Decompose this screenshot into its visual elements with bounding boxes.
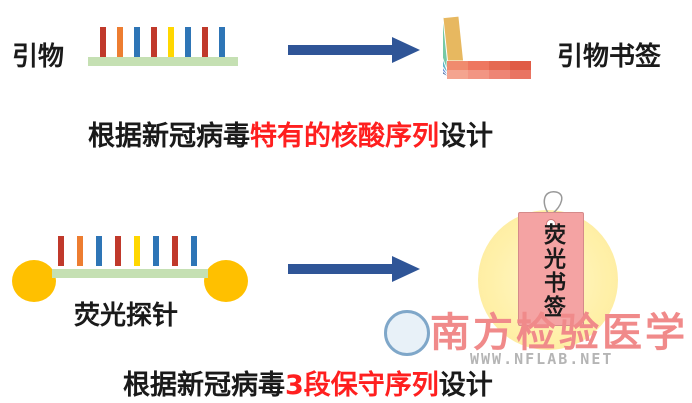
sentence2-prefix: 根据新冠病毒 xyxy=(123,370,285,401)
sentence1-highlight: 特有的核酸序列 xyxy=(250,121,439,152)
sentence2-highlight: 3段保守序列 xyxy=(285,370,439,401)
primer-graphic xyxy=(88,22,238,70)
probe-nucleotide-bar xyxy=(77,236,83,266)
sentence2-suffix: 设计 xyxy=(438,370,493,401)
arrow-right-icon xyxy=(288,256,420,282)
tag-card: 荧光书签 xyxy=(518,212,584,326)
probe-label: 荧光探针 xyxy=(74,301,179,331)
sentence-primer-design: 根据新冠病毒特有的核酸序列设计 xyxy=(88,114,493,153)
primer-nucleotide-bar xyxy=(134,27,140,57)
sentence1-prefix: 根据新冠病毒 xyxy=(88,121,250,152)
probe-right-ball xyxy=(204,260,248,302)
probe-graphic xyxy=(12,232,248,302)
watermark-logo-icon xyxy=(384,310,430,356)
probe-left-ball xyxy=(12,260,56,302)
library-label: 引物书签 xyxy=(557,42,662,72)
primer-nucleotide-bar xyxy=(202,27,208,57)
primer-nucleotide-bar xyxy=(151,27,157,57)
probe-nucleotide-bar xyxy=(134,236,140,266)
primer-base-strand xyxy=(88,57,238,66)
probe-nucleotide-bar xyxy=(115,236,121,266)
probe-nucleotide-bar xyxy=(96,236,102,266)
probe-nucleotide-bar xyxy=(58,236,64,266)
arrow-right-icon xyxy=(288,37,420,63)
sentence1-suffix: 设计 xyxy=(439,121,493,152)
watermark-name: 南方检验医学 xyxy=(430,309,688,356)
tag-string-icon xyxy=(543,191,563,217)
tag-hole xyxy=(546,219,556,229)
tag-label: 荧光书签 xyxy=(540,223,565,319)
primer-nucleotide-bar xyxy=(100,27,106,57)
primer-nucleotide-bar xyxy=(168,27,174,57)
probe-nucleotide-bar xyxy=(191,236,197,266)
primer-nucleotide-bar xyxy=(219,27,225,57)
primer-nucleotide-bar xyxy=(185,27,191,57)
primer-label: 引物 xyxy=(12,42,65,72)
primer-nucleotide-bar xyxy=(117,27,123,57)
probe-nucleotide-bar xyxy=(153,236,159,266)
color-palette-icon xyxy=(443,15,532,82)
sentence-probe-design: 根据新冠病毒3段保守序列设计 xyxy=(123,363,493,402)
probe-base-strand xyxy=(52,269,208,278)
watermark-url: WWW.NFLAB.NET xyxy=(470,350,614,368)
probe-nucleotide-bar xyxy=(172,236,178,266)
